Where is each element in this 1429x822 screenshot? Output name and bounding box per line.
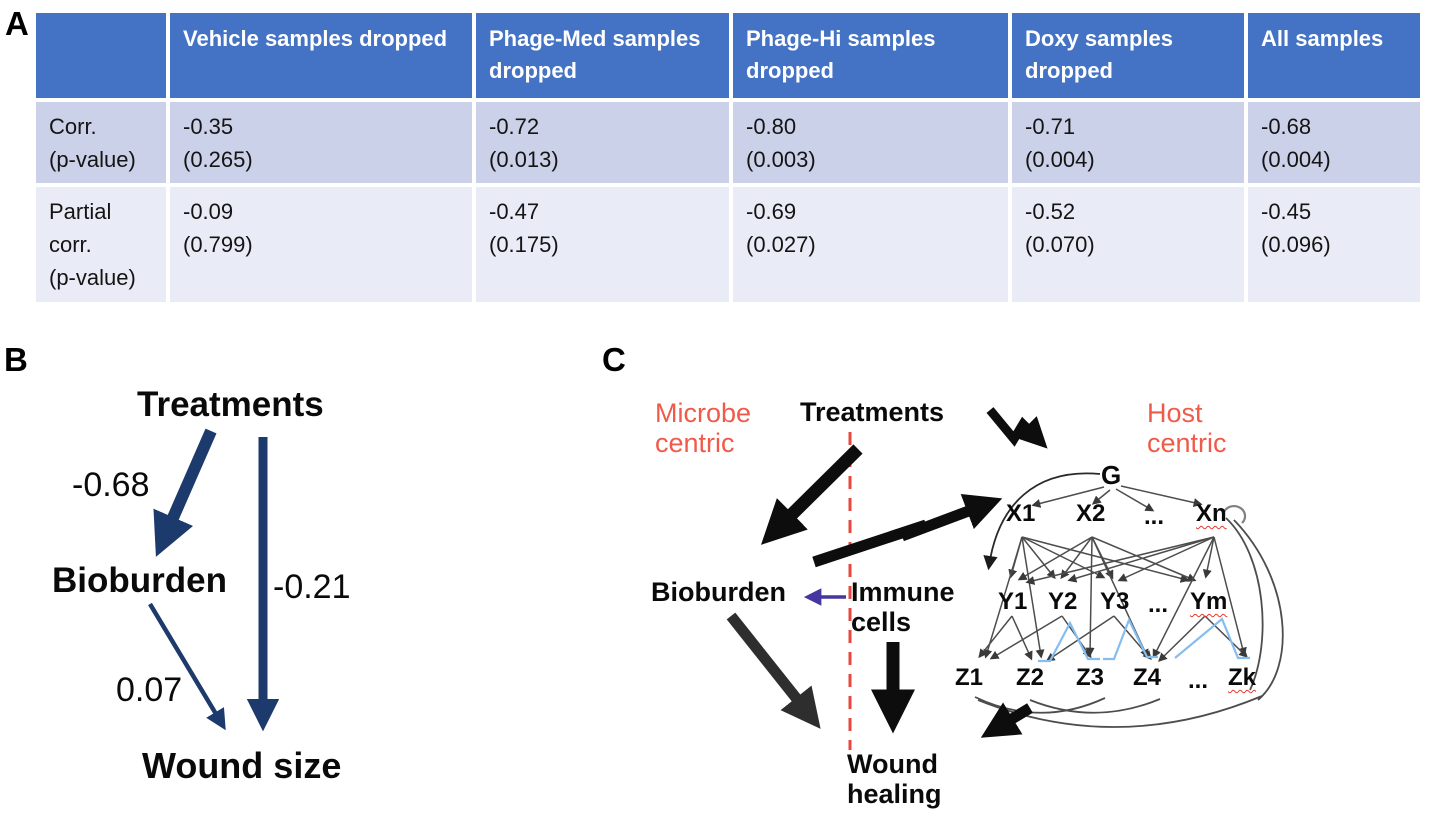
panel-c-thick-arrows [726, 407, 1048, 738]
node-y2: Y2 [1048, 588, 1078, 615]
node-zk: Zk [1228, 664, 1257, 691]
xn-self-loop [1223, 505, 1247, 524]
row-label-line2: (p-value) [49, 265, 136, 290]
dag-arcs [974, 505, 1284, 728]
p-value: (0.799) [183, 232, 253, 257]
table-cell: -0.69 (0.027) [733, 187, 1008, 302]
row-label-line1: Partial corr. [49, 199, 112, 257]
node-y3: Y3 [1100, 588, 1130, 615]
node-z1: Z1 [955, 664, 984, 691]
node-z4: Z4 [1133, 664, 1162, 691]
corr-value: -0.47 [489, 199, 540, 224]
corr-value: -0.68 [1261, 114, 1312, 139]
blue-tent-marks [1038, 617, 1250, 663]
p-value: (0.027) [746, 232, 816, 257]
arrow-znodes-woundhealing [980, 702, 1033, 738]
node-y-ellipsis: ... [1148, 591, 1169, 618]
node-x2: X2 [1076, 500, 1106, 527]
node-immunecells-c: Immune cells [851, 577, 955, 637]
microbe-centric-line2: centric [655, 428, 735, 459]
table-cell: -0.80 (0.003) [733, 102, 1008, 183]
node-g: G [1101, 460, 1122, 490]
table-cell: -0.72 (0.013) [476, 102, 729, 183]
microbe-centric-label: Microbe centric [655, 398, 751, 458]
node-ym: Ym [1190, 588, 1228, 615]
immune-line2: cells [851, 607, 912, 638]
immune-line1: Immune [851, 577, 955, 607]
bolt-bioburden-hostcluster [812, 494, 1003, 568]
node-woundhealing-c: Wound healing [847, 749, 942, 809]
correlation-table: Vehicle samples dropped Phage-Med sample… [36, 13, 1420, 302]
p-value: (0.096) [1261, 232, 1331, 257]
host-centric-label: Host centric [1147, 398, 1227, 458]
edge-label-treatments-bioburden: -0.68 [72, 466, 150, 504]
row-label-line2: (p-value) [49, 147, 136, 172]
table-header-all: All samples [1248, 13, 1420, 98]
table-cell: -0.52 (0.070) [1012, 187, 1244, 302]
table-row-label: Corr. (p-value) [36, 102, 166, 183]
host-centric-line1: Host [1147, 398, 1203, 428]
table-row-label: Partial corr. (p-value) [36, 187, 166, 302]
corr-value: -0.80 [746, 114, 797, 139]
table-header-phage-hi: Phage-Hi samples dropped [733, 13, 1008, 98]
node-z3: Z3 [1076, 664, 1105, 691]
microbe-centric-line1: Microbe [655, 398, 752, 428]
corr-value: -0.09 [183, 199, 234, 224]
table-cell: -0.45 (0.096) [1248, 187, 1420, 302]
p-value: (0.265) [183, 147, 253, 172]
table-cell: -0.47 (0.175) [476, 187, 729, 302]
node-y1: Y1 [998, 588, 1028, 615]
panel-a-label: A [5, 5, 30, 42]
node-x1: X1 [1006, 500, 1036, 527]
node-z-ellipsis: ... [1188, 667, 1209, 694]
corr-value: -0.71 [1025, 114, 1076, 139]
panel-c-label: C [602, 341, 627, 378]
table-header-vehicle: Vehicle samples dropped [170, 13, 472, 98]
edge-label-bioburden-wound: 0.07 [116, 671, 183, 709]
bolt-treatments-g [986, 407, 1048, 449]
p-value: (0.175) [489, 232, 559, 257]
arrow-bioburden-woundhealing [726, 612, 821, 729]
wound-line1: Wound [847, 749, 938, 779]
table-cell: -0.09 (0.799) [170, 187, 472, 302]
p-value: (0.003) [746, 147, 816, 172]
corr-value: -0.72 [489, 114, 540, 139]
p-value: (0.004) [1261, 147, 1331, 172]
node-bioburden-b: Bioburden [52, 561, 227, 600]
table-cell: -0.71 (0.004) [1012, 102, 1244, 183]
edge-label-treatments-wound: -0.21 [273, 568, 351, 606]
p-value: (0.004) [1025, 147, 1095, 172]
corr-value: -0.52 [1025, 199, 1076, 224]
table-header-doxy: Doxy samples dropped [1012, 13, 1244, 98]
p-value: (0.070) [1025, 232, 1095, 257]
panel-b-label: B [4, 341, 29, 378]
arrow-treatments-bioburden-c [760, 444, 863, 545]
corr-value: -0.69 [746, 199, 797, 224]
p-value: (0.013) [489, 147, 559, 172]
arrow-treatments-bioburden [153, 428, 217, 557]
table-header-cell-empty [36, 13, 166, 98]
corr-value: -0.45 [1261, 199, 1312, 224]
host-centric-line2: centric [1147, 428, 1227, 459]
node-x-ellipsis: ... [1144, 503, 1165, 530]
table-cell: -0.68 (0.004) [1248, 102, 1420, 183]
node-xn: Xn [1196, 500, 1227, 527]
corr-value: -0.35 [183, 114, 234, 139]
node-z2: Z2 [1016, 664, 1045, 691]
row-label-line1: Corr. [49, 114, 97, 139]
table-header-phage-med: Phage-Med samples dropped [476, 13, 729, 98]
node-treatments-c: Treatments [800, 397, 945, 427]
wound-line2: healing [847, 779, 942, 810]
table-cell: -0.35 (0.265) [170, 102, 472, 183]
node-woundsize-b: Wound size [142, 745, 342, 786]
node-bioburden-c: Bioburden [651, 577, 786, 607]
node-treatments-b: Treatments [137, 385, 324, 424]
